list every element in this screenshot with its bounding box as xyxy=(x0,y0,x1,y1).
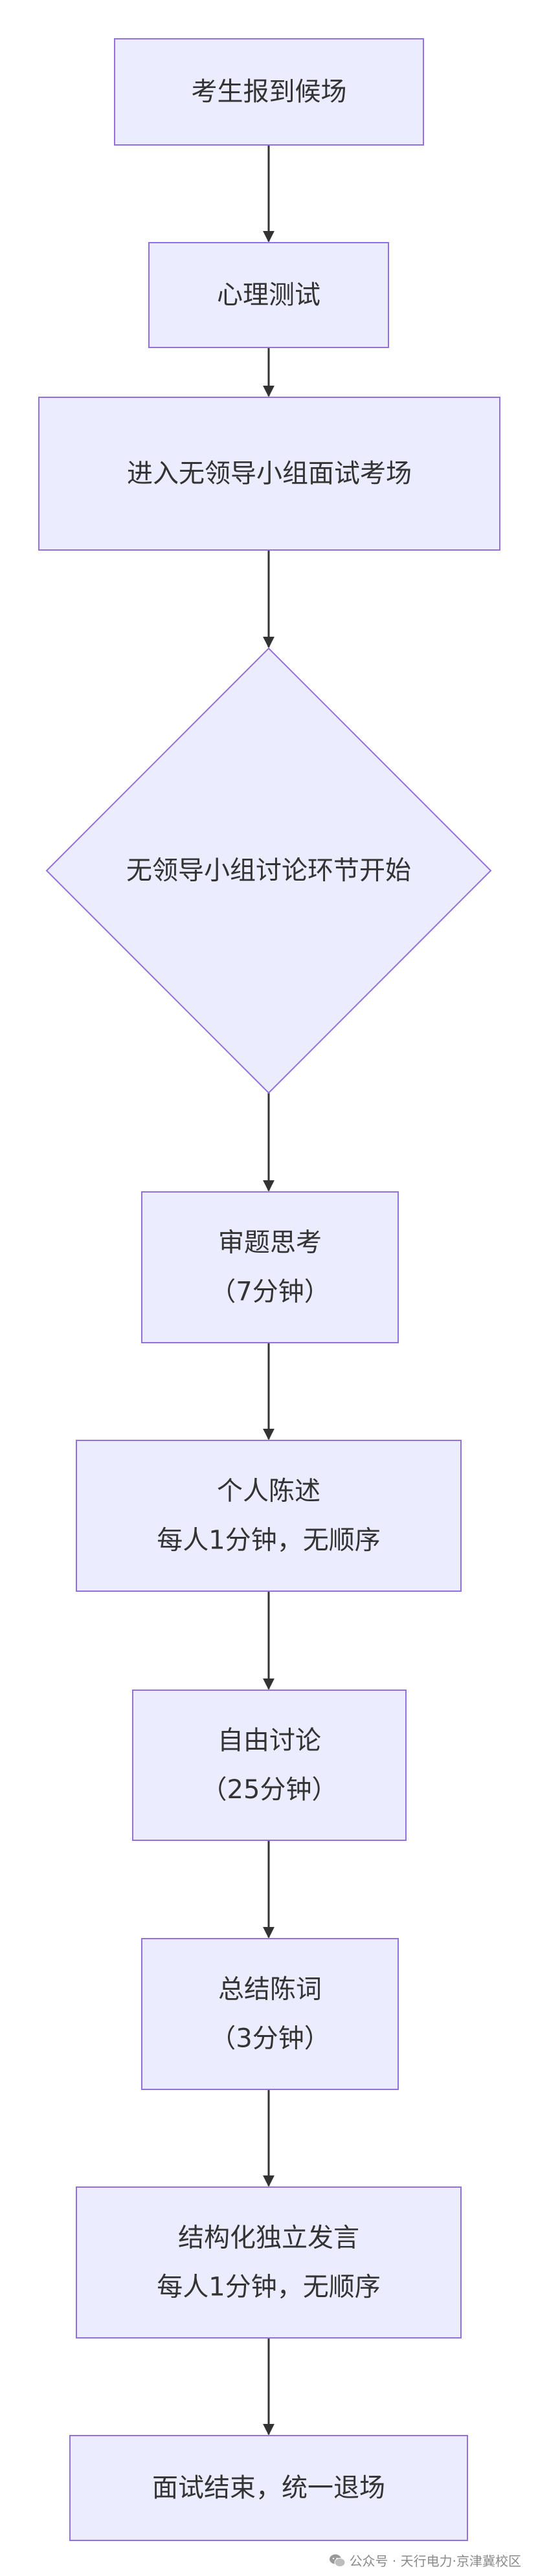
node-label: 个人陈述 xyxy=(217,1477,320,1506)
node-label: 结构化独立发言 xyxy=(178,2223,359,2253)
node-label: 审题思考 xyxy=(218,1228,322,1258)
node-shape-box xyxy=(38,397,500,551)
node-label: 无领导小组讨论环节开始 xyxy=(126,856,411,886)
node-review: 审题思考 （7分钟） xyxy=(141,1191,399,1343)
node-label: （3分钟） xyxy=(210,2024,330,2054)
node-summary: 总结陈词 （3分钟） xyxy=(141,1938,399,2090)
node-label: 自由讨论 xyxy=(218,1726,321,1756)
node-end: 面试结束，统一退场 xyxy=(69,2435,468,2541)
node-label: 每人1分钟，无顺序 xyxy=(157,1526,380,1556)
node-free-discussion: 自由讨论 （25分钟） xyxy=(132,1690,407,1841)
footer-watermark: 公众号 · 天行电力·京津冀校区 xyxy=(329,2551,521,2570)
node-label: 考生报到候场 xyxy=(192,77,347,107)
node-lgd-start: 无领导小组讨论环节开始 xyxy=(45,647,492,1094)
node-enter-room: 进入无领导小组面试考场 xyxy=(38,397,500,551)
node-shape-box xyxy=(148,242,389,348)
node-label: 心理测试 xyxy=(217,280,320,310)
node-shape-box xyxy=(132,1690,407,1841)
node-label: 总结陈词 xyxy=(218,1975,322,2005)
node-shape-box xyxy=(141,1938,399,2090)
node-shape-box xyxy=(76,2186,462,2339)
node-label: （25分钟） xyxy=(201,1775,338,1805)
node-shape-diamond xyxy=(45,647,492,1094)
node-psych-test: 心理测试 xyxy=(148,242,389,348)
node-shape-box xyxy=(114,38,424,146)
footer-text: 公众号 · 天行电力·京津冀校区 xyxy=(349,2553,521,2569)
node-checkin: 考生报到候场 xyxy=(114,38,424,146)
node-shape-box xyxy=(69,2435,468,2541)
node-label: 面试结束，统一退场 xyxy=(152,2473,385,2503)
node-shape-box xyxy=(76,1440,462,1592)
node-shape-box xyxy=(141,1191,399,1343)
node-label: 进入无领导小组面试考场 xyxy=(127,459,412,489)
node-label: （7分钟） xyxy=(210,1277,330,1307)
node-label: 每人1分钟，无顺序 xyxy=(157,2273,380,2302)
wechat-icon xyxy=(329,2554,346,2567)
